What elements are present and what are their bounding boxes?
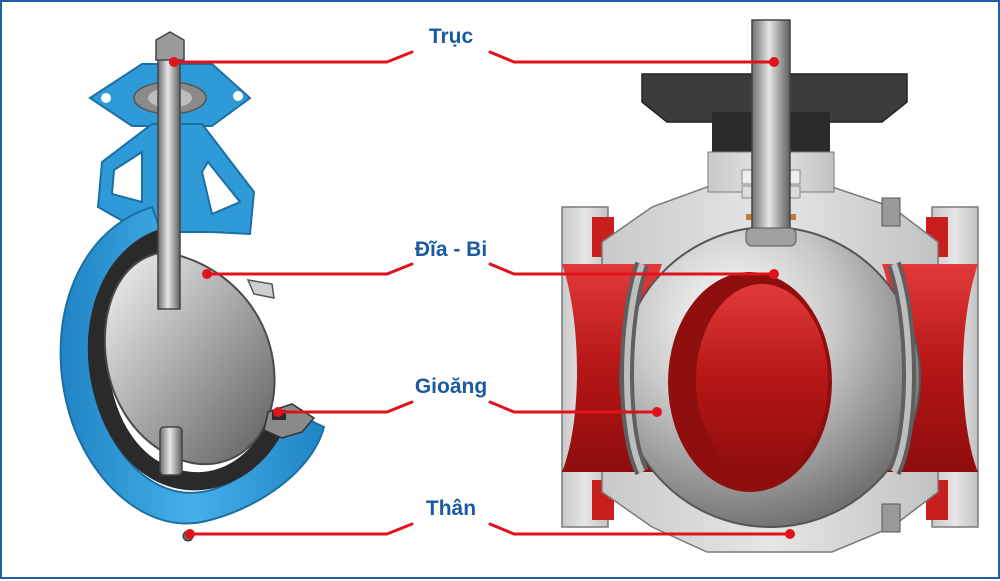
- leader-lines: [172, 50, 792, 536]
- leader-line-disc-right: [488, 262, 776, 276]
- leader-line-seal-right: [488, 400, 659, 414]
- leader-line-body-right: [488, 522, 792, 536]
- dot-disc-right: [769, 269, 779, 279]
- dot-seal-left: [273, 407, 283, 417]
- dot-body-right: [785, 529, 795, 539]
- leader-line-seal-left: [276, 400, 414, 414]
- leader-line-shaft-right: [488, 50, 776, 64]
- label-shaft: Trục: [428, 25, 474, 48]
- label-seal: Gioăng: [414, 375, 488, 398]
- label-disc-ball: Đĩa - Bi: [414, 238, 488, 261]
- dot-seal-right: [652, 407, 662, 417]
- butterfly-valve-cutaway-icon: [59, 31, 326, 542]
- dot-body-left: [185, 529, 195, 539]
- leader-line-body-left: [188, 522, 414, 536]
- dot-shaft-left: [169, 57, 179, 67]
- dot-disc-left: [202, 269, 212, 279]
- leader-line-disc-left: [205, 262, 414, 276]
- label-body: Thân: [425, 497, 477, 520]
- leader-dots: [169, 57, 795, 539]
- leader-line-shaft-left: [172, 50, 414, 64]
- dot-shaft-right: [769, 57, 779, 67]
- ball-valve-cutaway-icon: [561, 19, 979, 553]
